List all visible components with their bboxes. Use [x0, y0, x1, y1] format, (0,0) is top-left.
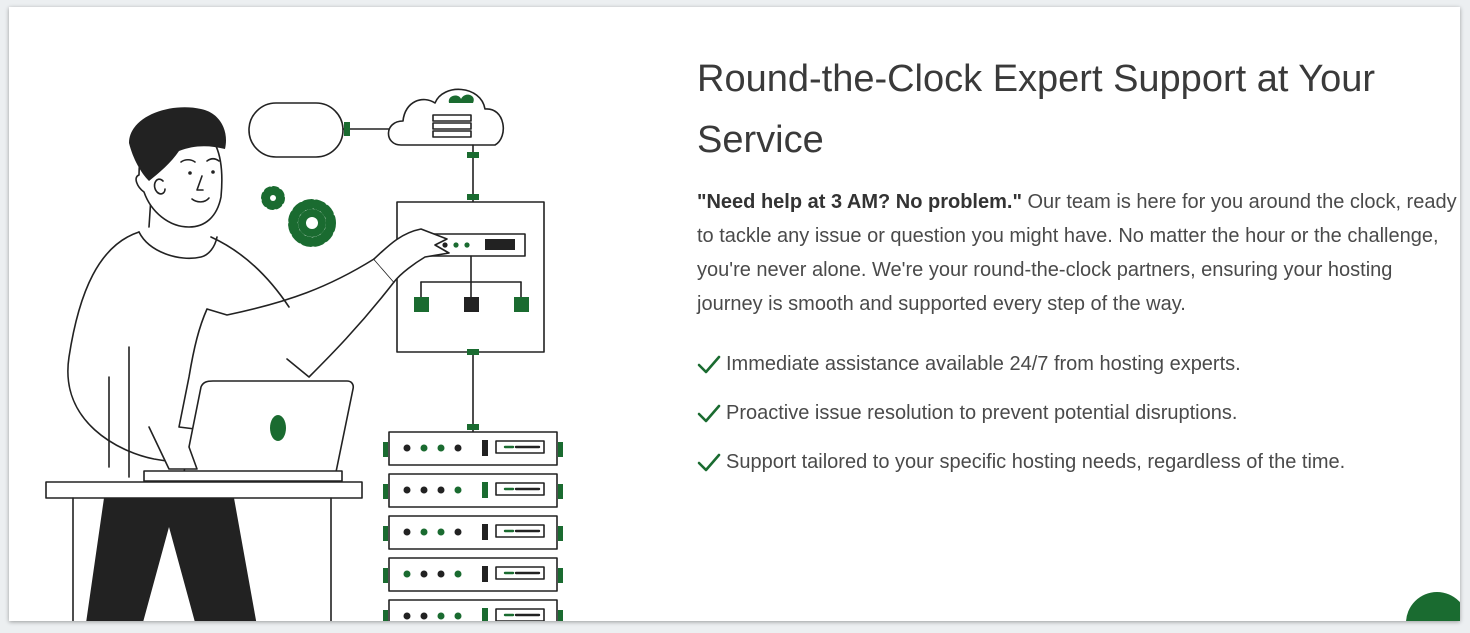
feature-list: Immediate assistance available 24/7 from…: [697, 347, 1457, 479]
check-icon: [697, 355, 721, 374]
support-section: Round-the-Clock Expert Support at Your S…: [9, 7, 1460, 621]
feature-item: Proactive issue resolution to prevent po…: [697, 396, 1457, 430]
check-icon: [697, 453, 721, 472]
feature-text: Proactive issue resolution to prevent po…: [726, 402, 1238, 424]
feature-item: Support tailored to your specific hostin…: [697, 445, 1457, 479]
check-icon: [697, 404, 721, 423]
support-person-server-illustration: [45, 88, 563, 621]
intro-highlight: "Need help at 3 AM? No problem.": [697, 191, 1022, 213]
feature-text: Immediate assistance available 24/7 from…: [726, 353, 1241, 375]
support-content: Round-the-Clock Expert Support at Your S…: [697, 49, 1457, 494]
chat-widget-button[interactable]: [1406, 592, 1460, 621]
feature-item: Immediate assistance available 24/7 from…: [697, 347, 1457, 381]
intro-body: Our team is here for you around the cloc…: [697, 191, 1457, 315]
intro-paragraph: "Need help at 3 AM? No problem." Our tea…: [697, 185, 1457, 321]
section-heading: Round-the-Clock Expert Support at Your S…: [697, 58, 1376, 161]
feature-text: Support tailored to your specific hostin…: [726, 451, 1346, 473]
